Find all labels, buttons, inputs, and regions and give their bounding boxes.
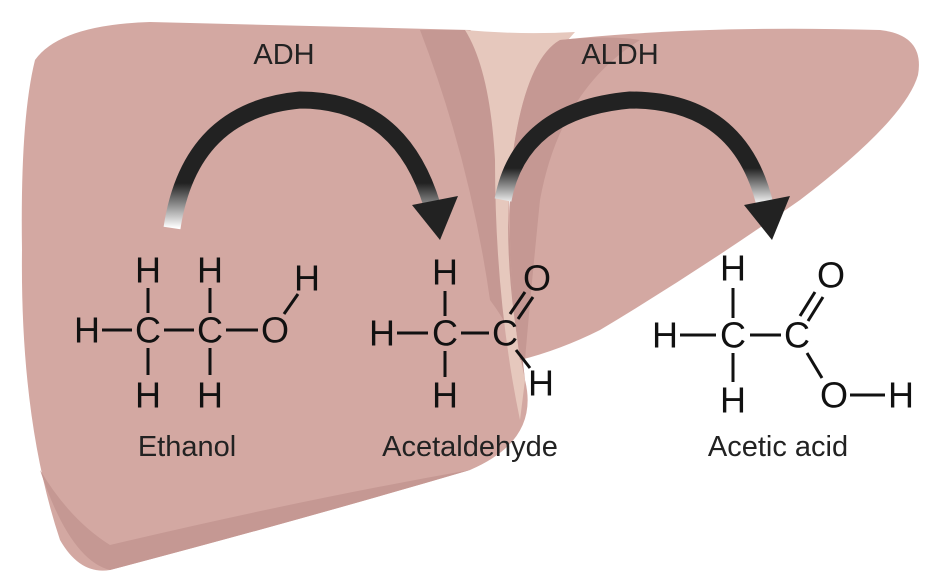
aldh-arrowhead-icon — [744, 196, 790, 240]
atom-c: C — [135, 310, 161, 351]
acetaldehyde-structure: H C C H H O H — [369, 252, 554, 416]
atom-o: O — [523, 258, 551, 299]
atom-h: H — [135, 375, 161, 416]
atom-h: H — [720, 380, 746, 421]
atom-h: H — [720, 248, 746, 289]
atom-c: C — [492, 313, 518, 354]
atom-c: C — [197, 310, 223, 351]
atom-h: H — [432, 252, 458, 293]
acetic-acid-structure: H C C H H O O H — [652, 248, 914, 421]
adh-arrowhead-icon — [412, 196, 458, 240]
atom-h: H — [432, 375, 458, 416]
adh-arrow — [163, 91, 441, 230]
atom-h: H — [197, 250, 223, 291]
atom-h: H — [74, 310, 100, 351]
atom-o: O — [817, 255, 845, 296]
atom-h: H — [652, 315, 678, 356]
atom-o: O — [820, 375, 848, 416]
atom-h: H — [135, 250, 161, 291]
atom-c: C — [784, 315, 810, 356]
liver-left-lobe — [21, 22, 528, 571]
aldh-arrow — [494, 91, 774, 208]
ethanol-structure: H C C O H H H H H — [74, 250, 320, 416]
atom-o: O — [261, 310, 289, 351]
atom-c: C — [432, 313, 458, 354]
atom-h: H — [888, 375, 914, 416]
label-acetaldehyde: Acetaldehyde — [382, 431, 558, 463]
atom-h: H — [294, 258, 320, 299]
liver-bottom-shade — [40, 470, 470, 570]
enzyme-label-aldh: ALDH — [581, 39, 658, 71]
label-acetic-acid: Acetic acid — [708, 431, 848, 463]
falciform-ligament — [465, 30, 575, 420]
atom-c: C — [720, 315, 746, 356]
atom-h: H — [197, 375, 223, 416]
liver-right-lobe — [509, 28, 919, 360]
atom-h: H — [528, 363, 554, 404]
label-ethanol: Ethanol — [138, 431, 236, 463]
atom-h: H — [369, 313, 395, 354]
enzyme-label-adh: ADH — [253, 39, 314, 71]
liver-right-lobe-shade — [509, 37, 640, 360]
